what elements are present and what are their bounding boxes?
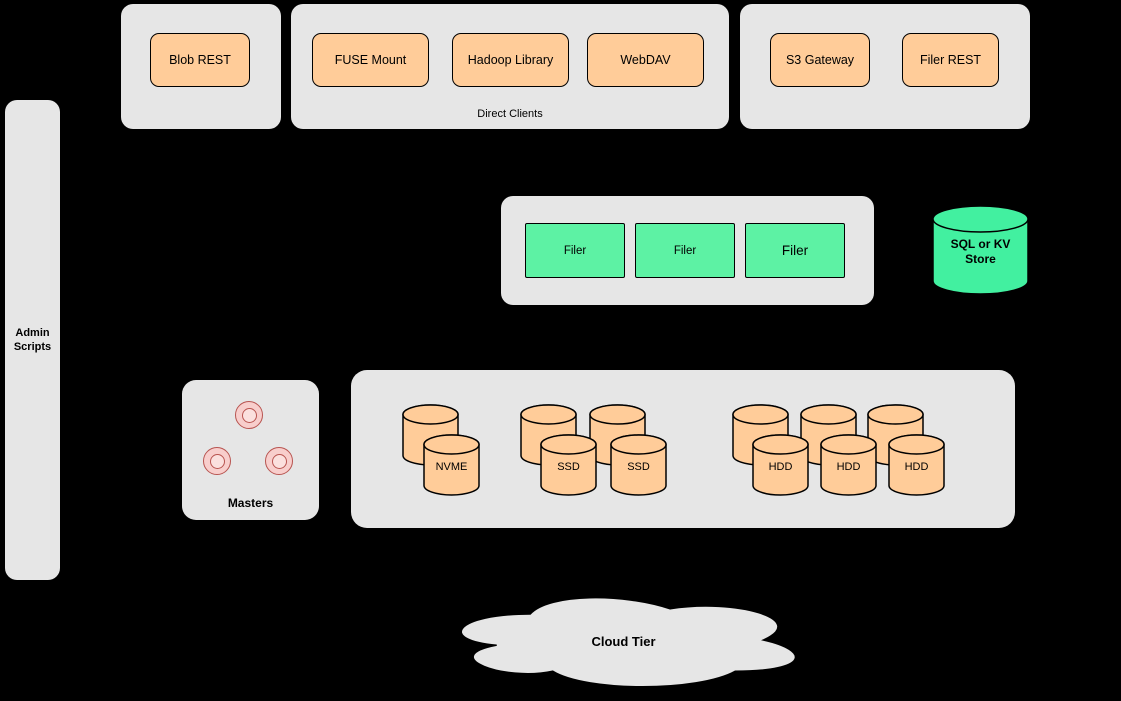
masters-label: Masters — [227, 496, 274, 510]
master-node-2-core — [209, 453, 225, 469]
cylinder-icon — [540, 434, 597, 496]
ssd-cylinder-2: SSD — [610, 434, 667, 496]
volume-servers-panel: NVME SSD SSD — [351, 370, 1015, 528]
hdd-cylinder-1: HDD — [752, 434, 809, 496]
node-s3-gateway-label: S3 Gateway — [785, 53, 855, 67]
ssd-cylinder-1: SSD — [540, 434, 597, 496]
node-webdav: WebDAV — [587, 33, 704, 87]
cylinder-icon — [402, 404, 459, 466]
node-filer-rest: Filer REST — [902, 33, 999, 87]
master-node-3 — [265, 447, 293, 475]
masters-panel: Masters — [182, 380, 319, 520]
node-filer-3: Filer — [745, 223, 845, 278]
cylinder-icon — [423, 434, 480, 496]
gateway-panel: S3 Gateway Filer REST — [740, 4, 1030, 129]
node-webdav-label: WebDAV — [620, 53, 671, 67]
hdd-label-1: HDD — [768, 461, 793, 473]
sql-kv-store-label: SQL or KV Store — [950, 237, 1011, 266]
direct-clients-panel: FUSE Mount Hadoop Library WebDAV Direct … — [291, 4, 729, 129]
master-node-3-core — [271, 453, 287, 469]
nvme-label: NVME — [435, 461, 468, 473]
hdd-label-3: HDD — [904, 461, 929, 473]
node-hadoop-library-label: Hadoop Library — [467, 53, 554, 67]
cloud-tier: Cloud Tier — [437, 588, 810, 692]
cloud-icon — [460, 596, 797, 688]
nvme-cylinder: NVME — [423, 434, 480, 496]
node-filer-rest-label: Filer REST — [919, 53, 982, 67]
ssd-label-1: SSD — [557, 461, 580, 473]
blob-rest-panel: Blob REST — [121, 4, 281, 129]
cylinder-icon — [888, 434, 945, 496]
hdd-label-2: HDD — [836, 461, 861, 473]
node-fuse-mount: FUSE Mount — [312, 33, 429, 87]
cylinder-icon — [610, 434, 667, 496]
node-fuse-mount-label: FUSE Mount — [334, 53, 407, 67]
node-filer-1: Filer — [525, 223, 625, 278]
master-node-2 — [203, 447, 231, 475]
node-filer-2: Filer — [635, 223, 735, 278]
node-filer-1-label: Filer — [563, 244, 587, 257]
direct-clients-caption: Direct Clients — [477, 108, 543, 120]
node-filer-2-label: Filer — [673, 244, 697, 257]
database-cylinder-icon — [932, 205, 1029, 295]
cylinder-icon — [752, 434, 809, 496]
node-blob-rest-label: Blob REST — [169, 53, 231, 67]
hdd-cylinder-3: HDD — [888, 434, 945, 496]
node-filer-3-label: Filer — [781, 243, 809, 258]
sql-kv-store-cylinder: SQL or KV Store — [932, 205, 1029, 295]
hdd-cylinder-2: HDD — [820, 434, 877, 496]
admin-scripts-panel: Admin Scripts — [5, 100, 60, 580]
ssd-label-2: SSD — [627, 461, 650, 473]
cylinder-icon — [820, 434, 877, 496]
node-blob-rest: Blob REST — [150, 33, 250, 87]
master-node-1 — [235, 401, 263, 429]
node-s3-gateway: S3 Gateway — [770, 33, 870, 87]
admin-scripts-label: Admin Scripts — [13, 326, 52, 353]
filer-cluster-panel: Filer Filer Filer — [501, 196, 874, 305]
node-hadoop-library: Hadoop Library — [452, 33, 569, 87]
master-node-1-core — [241, 407, 257, 423]
nvme-back-cylinder — [402, 404, 459, 466]
cloud-tier-label: Cloud Tier — [591, 634, 656, 649]
